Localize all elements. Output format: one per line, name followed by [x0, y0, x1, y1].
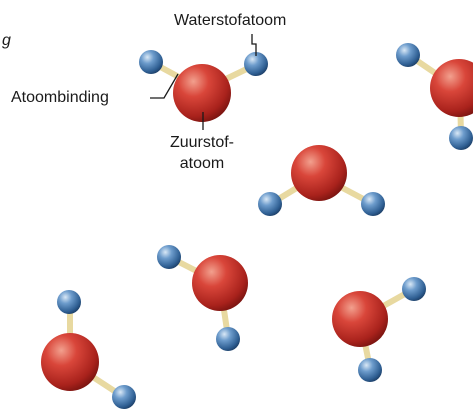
- hydrogen-atom: [157, 245, 181, 269]
- label-leader-lines: [150, 34, 257, 130]
- hydrogen-atom: [258, 192, 282, 216]
- fragment-letter: g: [2, 32, 11, 49]
- oxygen-atom: [430, 59, 473, 117]
- oxygen-atom: [192, 255, 248, 311]
- hydrogen-atom: [358, 358, 382, 382]
- hydrogen-atom: [57, 290, 81, 314]
- hydrogen-atom: [112, 385, 136, 409]
- oxygen-atom: [332, 291, 388, 347]
- hydrogen-atom: [216, 327, 240, 351]
- oxygen-atom: [173, 64, 231, 122]
- bond-leader-line: [150, 73, 179, 99]
- hydrogen-leader-line: [251, 34, 257, 56]
- water-molecule-2: [396, 43, 473, 150]
- bond-label: Atoombinding: [11, 89, 109, 106]
- water-molecule-6: [41, 290, 136, 409]
- water-molecule-1: [139, 50, 268, 122]
- oxygen-atom-label-line1: Zuurstof-: [169, 134, 234, 151]
- oxygen-atom-label-line2: atoom: [179, 155, 225, 172]
- oxygen-atom: [291, 145, 347, 201]
- water-molecule-5: [332, 277, 426, 382]
- hydrogen-atom: [139, 50, 163, 74]
- hydrogen-atom: [396, 43, 420, 67]
- hydrogen-atom: [449, 126, 473, 150]
- hydrogen-atom: [402, 277, 426, 301]
- hydrogen-atom-label: Waterstofatoom: [174, 12, 287, 29]
- water-molecule-3: [258, 145, 385, 216]
- hydrogen-atom: [244, 52, 268, 76]
- oxygen-atom: [41, 333, 99, 391]
- hydrogen-atom: [361, 192, 385, 216]
- water-molecule-4: [157, 245, 248, 351]
